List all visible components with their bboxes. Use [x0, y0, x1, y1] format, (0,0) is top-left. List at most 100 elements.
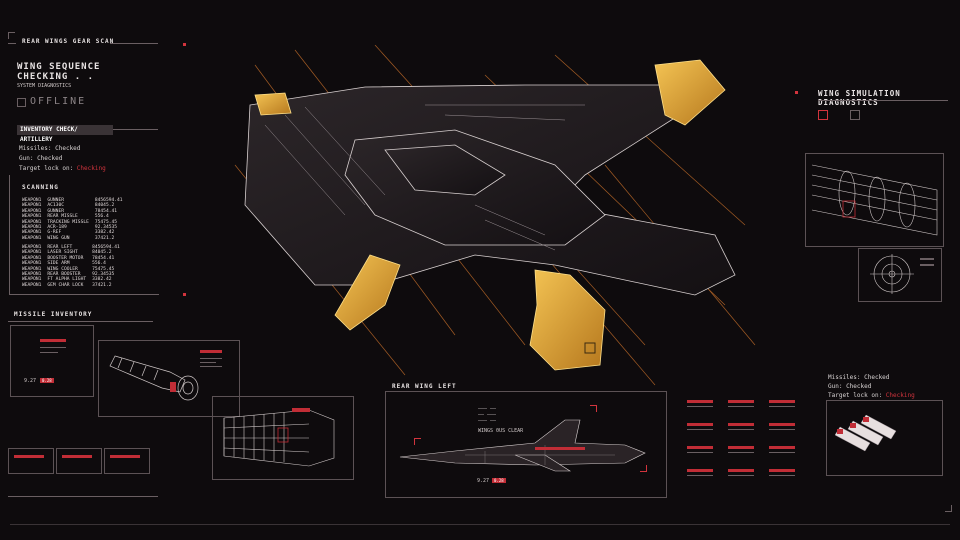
missile-info-panel	[10, 325, 94, 397]
status-chip	[110, 455, 140, 458]
target-bracket	[640, 465, 647, 472]
status-chip	[687, 423, 713, 426]
missile-view-panel	[98, 340, 240, 417]
scan-cell: G-REF	[47, 230, 62, 236]
scan-cell: 556.4	[94, 214, 109, 220]
frame-corner	[8, 32, 15, 39]
inventory-title: INVENTORY CHECK/ ARTILLERY	[20, 126, 78, 143]
scan-cell: REAR BOOSTER	[47, 272, 81, 278]
status-chip	[769, 446, 795, 449]
divider	[9, 294, 159, 295]
engine-wireframe	[223, 408, 335, 467]
target-icon	[818, 110, 828, 120]
divider	[8, 43, 16, 44]
frame-corner	[945, 505, 952, 512]
status-line	[769, 452, 795, 453]
inventory-gun-value: Checked	[37, 155, 63, 162]
status-line	[728, 429, 754, 430]
status-line	[728, 452, 754, 453]
inventory-missiles-value: Checked	[55, 145, 81, 152]
scan-cell: 78454.41	[92, 255, 115, 261]
target-icon	[850, 110, 860, 120]
divider	[818, 100, 948, 101]
scan-cell: AC130C	[47, 203, 64, 209]
scan-row: WEAPON1 BOOSTER MOTOR 78454.41	[22, 256, 126, 261]
rear-wing-panel	[385, 391, 667, 498]
scan-cell: BOOSTER MOTOR	[47, 255, 84, 261]
scan-cell: REAR LEFT	[47, 245, 73, 250]
scan-cell: GEM CHAR LOCK	[47, 282, 84, 288]
scan-cell: WEAPON1	[22, 266, 42, 272]
status-chip	[769, 469, 795, 472]
scan-cell: 3382.42	[92, 277, 112, 283]
diag-target-label: Target lock on:	[828, 392, 886, 399]
rear-wing-note: WINGS 0US CLEAR	[478, 428, 524, 434]
scan-cell: WEAPON1	[22, 255, 42, 261]
diagnostics-title: WING SIMULATION DIAGNOSTICS	[818, 89, 901, 107]
status-chip	[769, 423, 795, 426]
scan-cell: WEAPON1	[22, 235, 42, 241]
scan-cell: WEAPON1	[22, 230, 42, 236]
rear-wing-badge: 0.28	[492, 478, 506, 483]
scan-row: WEAPON1 G-REF 3382.42	[22, 230, 129, 235]
rear-wing-title: REAR WING LEFT	[392, 383, 457, 390]
cylinder-wireframe	[811, 164, 938, 236]
status-chip	[728, 469, 754, 472]
status-chip	[687, 446, 713, 449]
divider	[8, 496, 158, 497]
missile-readout: 9.27	[24, 378, 37, 384]
scan-cell: WING COOLER	[47, 266, 78, 272]
diag-target-value: Checking	[885, 392, 915, 399]
scan-cell: WEAPON1	[22, 203, 42, 209]
jet-side-view	[399, 419, 646, 472]
missile-illustration	[109, 350, 222, 401]
diag-gun-label: Gun:	[828, 383, 847, 390]
scan-cell: WEAPON1	[22, 208, 42, 214]
status-chip	[769, 400, 795, 403]
missile-badge: 0.28	[40, 378, 54, 383]
inventory-target-label: Target lock on:	[19, 165, 77, 172]
engine-panel	[212, 396, 354, 480]
scan-cell: LASER SIGHT	[47, 250, 78, 256]
marker-dot	[183, 293, 186, 296]
scan-cell: 92.34535	[92, 272, 115, 278]
scanning-title: SCANNING	[22, 184, 59, 191]
status-line	[687, 429, 713, 430]
marker-dot	[795, 91, 798, 94]
chip-panel	[8, 448, 54, 474]
status-line	[769, 475, 795, 476]
scope-panel	[858, 248, 942, 302]
status-chip	[687, 400, 713, 403]
status-chip	[40, 339, 66, 342]
divider	[110, 43, 158, 44]
scan-cell: GUNNER	[47, 208, 64, 214]
divider	[9, 175, 10, 295]
scan-cell: WEAPON1	[22, 245, 42, 250]
marker-dot	[183, 43, 186, 46]
chip-panel	[104, 448, 150, 474]
status-line	[687, 475, 713, 476]
scan-cell: WEAPON1	[22, 261, 42, 267]
scan-cell: 37421.2	[94, 235, 115, 241]
scan-cell: WEAPON1	[22, 219, 42, 225]
scan-cell: 556.4	[92, 261, 106, 267]
status-line	[687, 452, 713, 453]
rear-wing-readout: 9.27	[477, 478, 490, 484]
target-bracket	[414, 438, 421, 445]
scope-reticle	[870, 254, 934, 294]
scan-cell: 3382.42	[94, 230, 115, 236]
status-chip	[728, 423, 754, 426]
sequence-subtitle: SYSTEM DIAGNOSTICS	[17, 83, 72, 89]
status-chip	[728, 400, 754, 403]
divider	[8, 321, 153, 322]
scan-cell: 75475.45	[94, 219, 118, 225]
diag-gun: Gun: Checked	[828, 383, 871, 391]
